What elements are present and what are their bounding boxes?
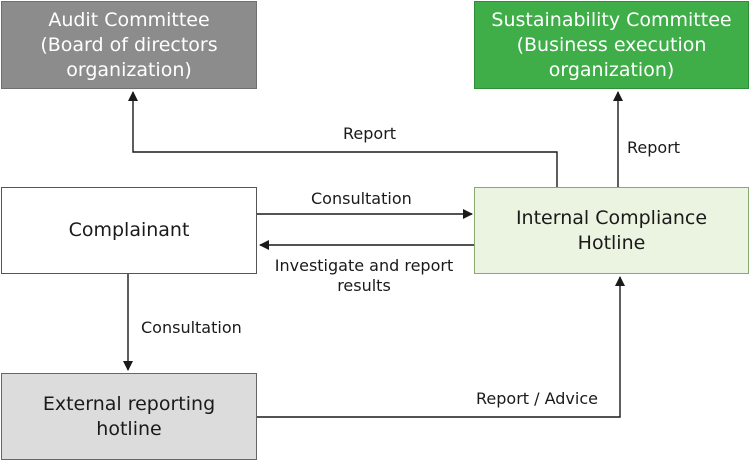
- edge-label-report-sustainability: Report: [627, 138, 681, 157]
- edge-hotline-to-audit: [128, 91, 558, 187]
- edge-label-report-advice: Report / Advice: [476, 389, 598, 408]
- edge-label-report-audit: Report: [343, 124, 397, 143]
- external-reporting-hotline-box: External reporting hotline: [1, 373, 257, 460]
- sustainability-committee-label: Sustainability Committee (Business execu…: [491, 8, 732, 81]
- complainant-label: Complainant: [68, 219, 190, 241]
- internal-compliance-hotline-box: Internal Compliance Hotline: [474, 187, 749, 274]
- edge-label-consultation-external: Consultation: [141, 318, 242, 337]
- complainant-box: Complainant: [1, 187, 257, 274]
- edge-external-to-hotline: [257, 276, 625, 418]
- internal-compliance-hotline-label: Internal Compliance Hotline: [515, 206, 708, 254]
- sustainability-committee-box: Sustainability Committee (Business execu…: [474, 1, 749, 89]
- edge-label-consultation-hotline: Consultation: [311, 189, 412, 208]
- external-reporting-hotline-label: External reporting hotline: [42, 392, 216, 440]
- edge-label-investigate-report: Investigate and report results: [274, 256, 454, 295]
- audit-committee-label: Audit Committee (Board of directors orga…: [40, 8, 218, 81]
- audit-committee-box: Audit Committee (Board of directors orga…: [1, 1, 257, 89]
